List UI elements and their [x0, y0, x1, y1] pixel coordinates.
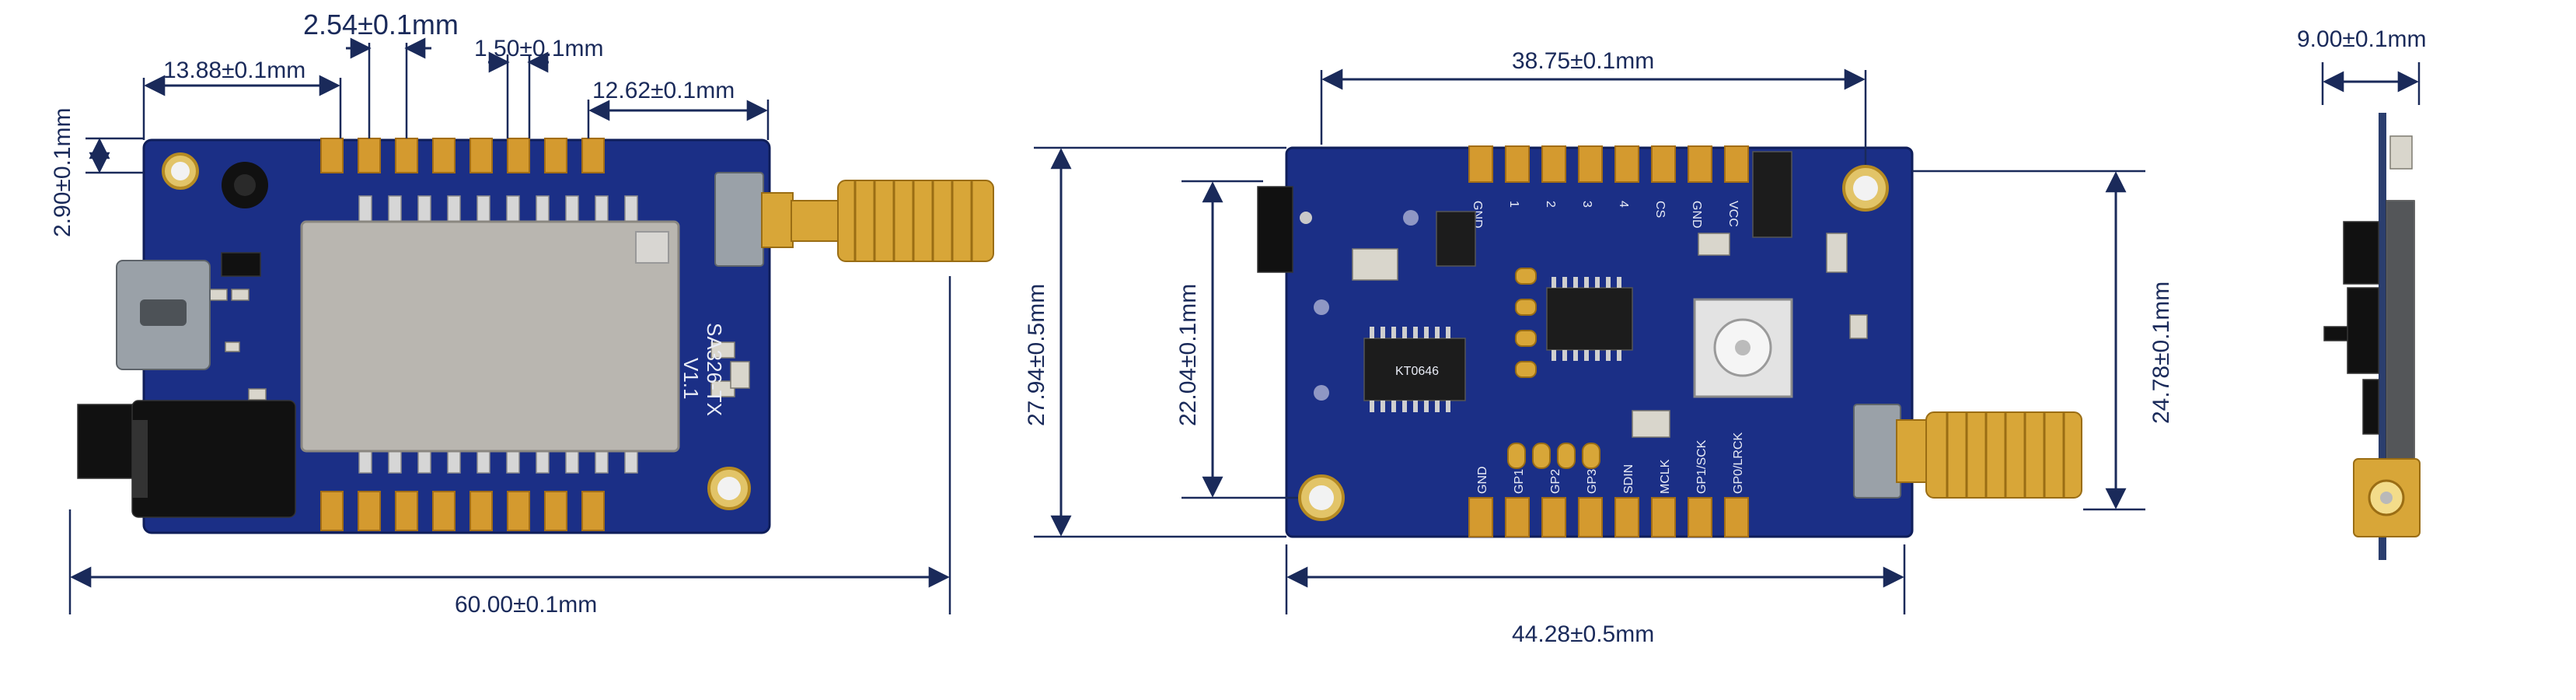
jack-height-label: 22.04±0.1mm [1175, 284, 1201, 426]
back-ic-left [1363, 338, 1466, 401]
chip-label: KT0646 [1395, 365, 1439, 378]
svg-text:CS: CS [1653, 201, 1667, 218]
svg-text:GP2: GP2 [1549, 469, 1562, 494]
audio-jack [131, 400, 296, 518]
svg-text:GND: GND [1690, 201, 1703, 229]
left-offset-label: 13.88±0.1mm [163, 58, 305, 83]
svg-text:GP0/LRCK: GP0/LRCK [1732, 432, 1745, 494]
back-audio-jack [1257, 186, 1293, 273]
audio-jack-tip [77, 404, 137, 479]
rf-shield [300, 220, 680, 453]
side-pcb [2379, 113, 2386, 560]
back-top-pin-labels: GND 1 2 3 4 CS GND VCC [1471, 201, 1740, 229]
svg-text:VCC: VCC [1726, 201, 1740, 227]
pad-span-label: 38.75±0.1mm [1512, 48, 1654, 74]
pin-width-label: 1.50±0.1mm [474, 36, 604, 61]
front-view: SA326-TX V1.1 2.54±0.1mm 13.88±0.1mm 1.5… [50, 9, 994, 618]
back-top-pads [1468, 145, 1749, 183]
model-silkscreen: SA326-TX [703, 323, 726, 416]
back-oval-pads [1507, 268, 1600, 469]
right-offset-label: 12.62±0.1mm [592, 78, 735, 103]
svg-text:3: 3 [1580, 201, 1593, 208]
back-ic-center [1546, 287, 1633, 351]
back-bottom-pin-labels: GND GP1 GP2 GP3 SDIN MCLK GP1/SCK GP0/LR… [1476, 432, 1745, 494]
thickness-label: 9.00±0.1mm [2297, 26, 2427, 52]
pin-pitch-label: 2.54±0.1mm [303, 9, 459, 40]
svg-text:GND: GND [1476, 466, 1489, 494]
side-view: 9.00±0.1mm [2297, 26, 2427, 560]
edge-to-pad-label: 2.90±0.1mm [50, 107, 75, 237]
version-silkscreen: V1.1 [679, 358, 703, 400]
front-sma-antenna-connector [714, 172, 994, 267]
overall-length-label: 60.00±0.1mm [455, 592, 597, 618]
antenna-height-label: 24.78±0.1mm [2148, 282, 2174, 424]
board-width-label: 44.28±0.5mm [1512, 621, 1654, 647]
back-sma-antenna-connector [1853, 404, 2082, 499]
svg-text:GP1: GP1 [1513, 469, 1526, 494]
svg-text:4: 4 [1617, 201, 1630, 208]
board-height-label: 27.94±0.5mm [1024, 284, 1049, 426]
svg-text:GP1/SCK: GP1/SCK [1695, 439, 1709, 494]
svg-text:2: 2 [1544, 201, 1557, 208]
svg-text:1: 1 [1507, 201, 1520, 208]
svg-text:MCLK: MCLK [1659, 459, 1672, 494]
front-bottom-pads [320, 491, 605, 531]
svg-text:GP3: GP3 [1586, 469, 1599, 494]
back-view: GND 1 2 3 4 CS GND VCC GND GP1 GP2 GP3 S… [1024, 48, 2174, 647]
svg-text:SDIN: SDIN [1622, 464, 1635, 494]
back-bottom-pads [1468, 497, 1749, 537]
